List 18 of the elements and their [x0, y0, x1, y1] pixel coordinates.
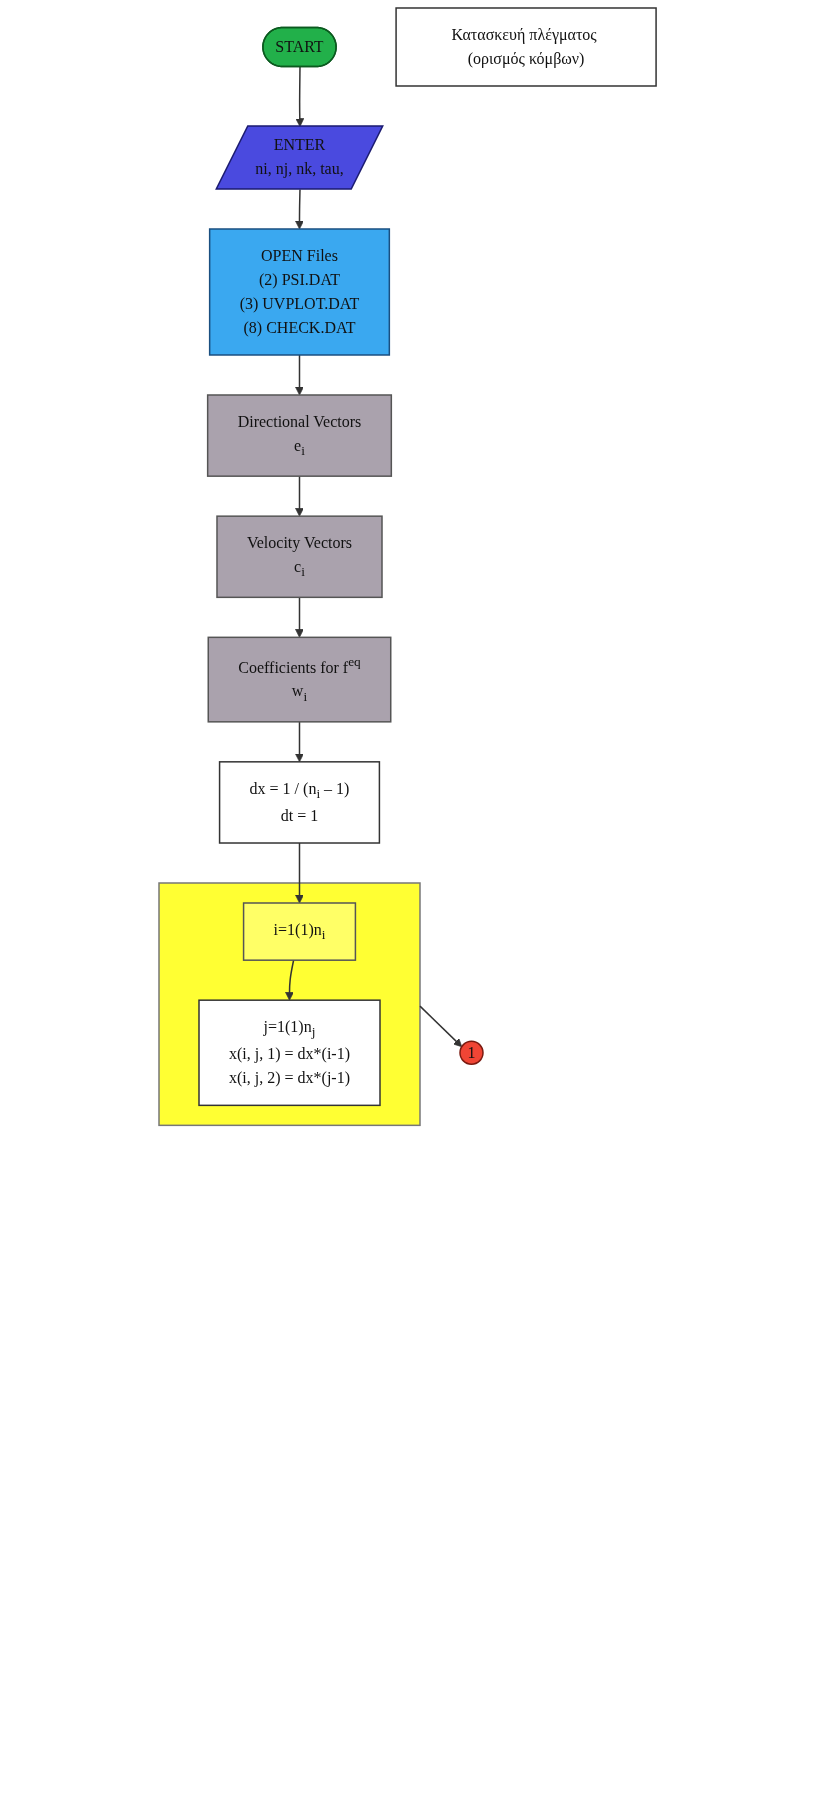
arrow [295, 721, 304, 763]
node-box: i=1(1)n$_{i}$ [242, 902, 357, 961]
node-box: dx = 1 / (n$_{i}$ – 1) dt = 1 [218, 761, 381, 844]
node-box: j=1(1)n$_{j}$ x(i, j, 1) = dx*(i-1) x(i, j, 2) = dx*(j-1) [198, 999, 381, 1107]
cluster [158, 882, 421, 1127]
arrow [295, 354, 304, 396]
node-box: Velocity Vectors c$_{i}$ [216, 515, 383, 599]
node-box: OPEN Files (2) PSI.DAT (3) UVPLOT.DAT (8) CHECK.DAT [208, 228, 391, 356]
arrow [419, 1005, 463, 1048]
arrow [285, 959, 295, 1001]
arrow [295, 842, 304, 904]
node-circle: 1 [459, 1040, 484, 1065]
node-box: Κατασκευή πλέγματος (ορισμός κόμβων) [395, 7, 657, 87]
node-box: Directional Vectors e$_{i}$ [206, 394, 393, 477]
node-box: Coefficients for f$^{eq}$ w$_{i}$ [207, 636, 392, 723]
arrow [295, 596, 304, 638]
arrow [295, 66, 305, 127]
arrow [295, 475, 304, 517]
